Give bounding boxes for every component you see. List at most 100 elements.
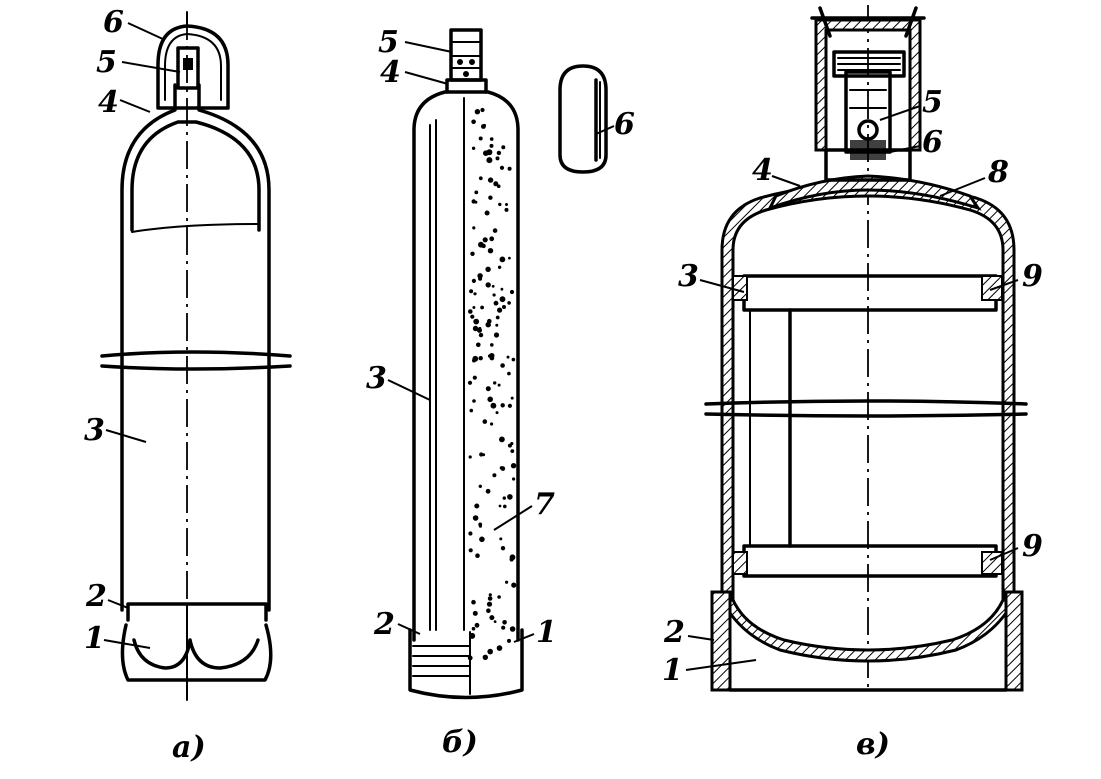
filler-speckle — [486, 601, 493, 607]
filler-speckle — [492, 228, 498, 233]
label-b-1: 1 — [536, 615, 557, 650]
filler-speckle — [469, 289, 474, 294]
label-c-3: 3 — [678, 259, 699, 294]
filler-speckle — [489, 236, 495, 242]
filler-speckle — [482, 237, 488, 243]
filler-speckle — [471, 278, 476, 283]
leader-lines — [103, 22, 1019, 671]
filler-speckle — [471, 599, 476, 605]
ring-a — [126, 602, 268, 622]
filler-speckle — [506, 355, 510, 359]
cylinder-b — [408, 28, 608, 700]
filler-speckle — [504, 207, 509, 212]
filler-speckle — [511, 477, 516, 481]
filler-speckle — [474, 622, 480, 628]
label-c-6: 6 — [922, 125, 943, 160]
filler-speckle — [501, 145, 506, 150]
filler-speckle — [479, 536, 485, 543]
filler-speckle — [489, 615, 495, 621]
break-mark — [100, 350, 292, 358]
filler-speckle — [487, 596, 493, 601]
filler-speckle — [480, 107, 485, 113]
filler-speckle — [508, 256, 511, 260]
filler-speckle — [485, 386, 491, 392]
filler-speckle — [469, 408, 474, 413]
filler-speckle — [472, 515, 479, 521]
filler-speckle — [470, 314, 475, 319]
caption-a: а) — [172, 730, 206, 765]
filler-speckle — [498, 504, 502, 508]
cylinder-a-shoulder-inner — [130, 120, 261, 232]
ring-b — [408, 628, 524, 700]
filler-speckle — [497, 307, 503, 313]
filler-speckle — [510, 463, 517, 469]
filler-speckle — [476, 342, 481, 348]
filler-speckle — [489, 143, 494, 148]
filler-speckle — [472, 399, 476, 403]
label-b-2: 2 — [373, 607, 395, 642]
filler-speckle — [496, 184, 501, 188]
filler-speckle — [500, 287, 504, 291]
label-b-7: 7 — [534, 487, 555, 522]
filler-speckle — [490, 422, 494, 426]
filler-speckle — [478, 484, 482, 488]
filler-speckle — [499, 436, 505, 443]
label-c-4: 4 — [752, 153, 773, 188]
filler-speckle — [468, 455, 472, 459]
filler-speckle — [478, 356, 483, 361]
neck-b — [445, 78, 488, 94]
filler-speckle — [489, 137, 494, 141]
filler-speckle — [471, 119, 476, 125]
filler-speckle — [505, 203, 508, 206]
filler-speckle — [478, 136, 483, 141]
filler-speckle — [473, 292, 477, 296]
filler-speckle — [509, 554, 516, 561]
filler-speckle — [471, 199, 476, 204]
collar-c — [766, 174, 982, 211]
filler-speckle — [472, 306, 476, 309]
filler-speckle — [490, 343, 494, 347]
bottom-c — [719, 598, 1017, 663]
filler-speckle — [472, 325, 479, 332]
cylinder-a-fill-line — [131, 223, 260, 233]
filler-speckle — [478, 522, 483, 527]
filler-speckle — [478, 326, 482, 330]
filler-speckle — [510, 396, 514, 400]
filler-speckle — [493, 300, 499, 306]
label-c-2: 2 — [663, 615, 685, 650]
filler-speckle — [487, 248, 494, 254]
filler-speckle — [499, 296, 506, 303]
filler-speckle — [509, 289, 515, 295]
filler-speckle — [474, 503, 480, 509]
filler-speckle — [485, 322, 491, 328]
filler-speckle — [482, 419, 488, 424]
filler-speckle — [487, 396, 494, 403]
bottom-a — [120, 623, 273, 682]
filler-speckle — [491, 284, 495, 288]
filler-speckle — [467, 380, 473, 385]
filler-speckle — [479, 452, 484, 457]
filler-speckle — [498, 202, 502, 207]
filler-speckle — [478, 332, 484, 338]
filler-speckle — [472, 358, 476, 363]
band-bottom — [742, 544, 998, 578]
filler-speckle — [473, 318, 480, 325]
filler-speckle — [502, 496, 506, 500]
valve-a — [176, 46, 200, 90]
filler-speckle — [468, 531, 473, 536]
filler-speckle — [487, 177, 494, 183]
filler-speckle — [495, 315, 500, 320]
filler-speckle — [493, 620, 497, 623]
porous-filler — [467, 107, 517, 661]
filler-speckle — [487, 648, 494, 655]
filler-speckle — [490, 402, 497, 409]
filler-speckle — [474, 190, 479, 195]
filler-speckle — [507, 166, 512, 171]
filler-speckle — [510, 442, 514, 446]
filler-speckle — [511, 357, 516, 362]
label-a-1: 1 — [84, 621, 105, 656]
filler-speckle — [495, 323, 499, 327]
filler-speckle — [502, 305, 506, 309]
filler-speckle — [500, 403, 505, 408]
